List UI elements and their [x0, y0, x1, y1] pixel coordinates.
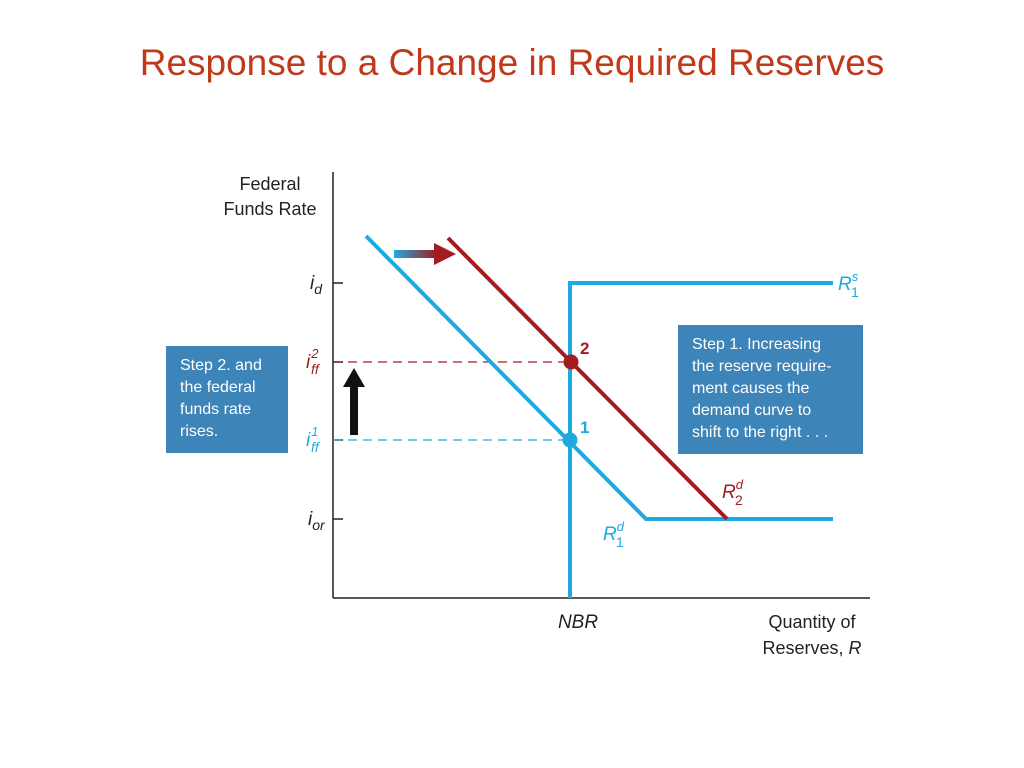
y-tick-iff1-sup: 1: [311, 424, 318, 439]
equilibrium-point-2: [563, 354, 579, 370]
label-r2d-sub: 2: [735, 492, 743, 508]
label-r1d-base: R: [603, 524, 617, 545]
y-axis-title-line2: Funds Rate: [223, 199, 316, 219]
x-axis-title-var: R: [849, 638, 862, 658]
label-r1d-sup: d: [617, 519, 625, 534]
step2-line: the federal: [180, 379, 256, 396]
label-r1s-sub: 1: [851, 284, 859, 300]
x-axis-title-line1: Quantity of: [768, 612, 856, 632]
y-axis-title-line1: Federal: [239, 174, 300, 194]
shift-arrow-head: [434, 243, 456, 265]
slide-title: Response to a Change in Required Reserve…: [139, 42, 885, 83]
label-r1s-sup: s: [852, 269, 859, 284]
step1-callout: Step 1. Increasing the reserve require- …: [678, 325, 863, 454]
y-tick-ior-sub: or: [312, 517, 326, 533]
label-r2d-base: R: [722, 482, 736, 503]
step1-line: Step 1. Increasing: [692, 336, 821, 353]
point-label-2: 2: [580, 339, 589, 358]
y-tick-iff1-base: i: [306, 430, 311, 451]
label-r1s-base: R: [838, 274, 852, 295]
step1-line: the reserve require-: [692, 358, 832, 375]
step1-line: demand curve to: [692, 402, 812, 419]
y-tick-id: id: [310, 273, 323, 297]
x-axis-title-line2: Reserves, R: [762, 638, 861, 658]
supply-curve-r1s: [568, 281, 833, 598]
y-tick-iff1-sub: ff: [311, 439, 321, 455]
step2-callout: Step 2. and the federal funds rate rises…: [166, 346, 288, 453]
label-r2d-sup: d: [736, 477, 744, 492]
step2-line: funds rate: [180, 401, 252, 418]
rate-rise-arrow-shaft: [350, 384, 358, 435]
x-axis-title-word: Reserves,: [762, 638, 843, 658]
y-tick-ior-base: i: [308, 509, 313, 530]
y-tick-id-sub: d: [314, 281, 323, 297]
equilibrium-point-1: [562, 432, 578, 448]
y-tick-iff2-sub: ff: [311, 361, 321, 377]
step2-line: rises.: [180, 423, 219, 440]
rate-rise-arrow-head: [343, 368, 365, 387]
step1-line: ment causes the: [692, 380, 810, 397]
shift-arrow-shaft: [394, 250, 436, 258]
label-r1d-sub: 1: [616, 534, 624, 550]
point-label-1: 1: [580, 418, 589, 437]
y-tick-ior: ior: [308, 509, 326, 533]
demand-curve-r1d: [364, 234, 833, 521]
y-tick-iff2-base: i: [306, 352, 311, 373]
y-tick-id-base: i: [310, 273, 315, 294]
x-tick-nbr: NBR: [558, 612, 598, 633]
y-tick-iff2-sup: 2: [310, 346, 319, 361]
step2-line: Step 2. and: [180, 357, 262, 374]
demand-curve-r2d: [446, 236, 729, 521]
step1-line: shift to the right . . .: [692, 424, 829, 441]
